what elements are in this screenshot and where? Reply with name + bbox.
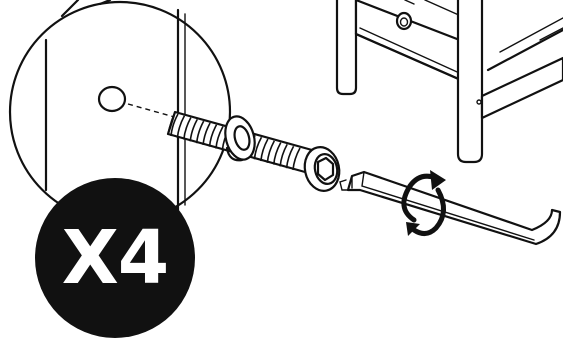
drawer-unit-icon bbox=[337, 0, 563, 162]
quantity-label: X4 bbox=[40, 213, 190, 303]
hole-icon bbox=[99, 87, 125, 111]
bolt-icon bbox=[168, 112, 343, 194]
alignment-guide bbox=[128, 104, 178, 118]
hex-key-icon bbox=[340, 172, 560, 244]
